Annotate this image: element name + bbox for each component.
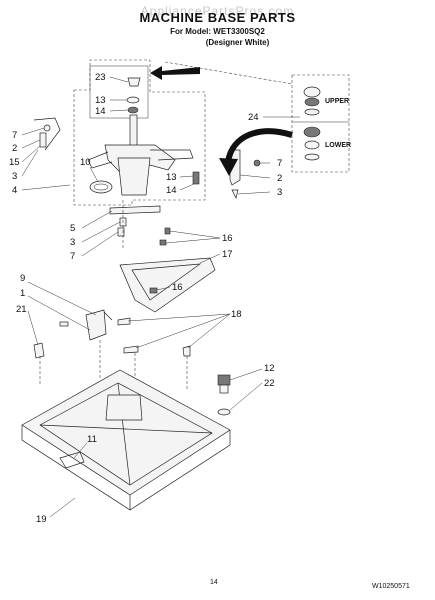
base-frame — [21, 369, 231, 511]
watermark: AppliancePartsPros.com — [140, 4, 295, 18]
callout-4: 4 — [12, 185, 17, 196]
upper-label: UPPER — [325, 98, 349, 105]
callout-3: 3 — [12, 171, 17, 182]
callout-numbers: 23 13 14 24 7 2 15 3 10 4 13 14 7 2 3 5 … — [9, 72, 282, 525]
callout-10: 10 — [80, 157, 91, 168]
color-line: (Designer White) — [205, 38, 270, 47]
callout-23: 23 — [95, 72, 106, 83]
callout-2-right: 2 — [277, 173, 282, 184]
callout-7-mid: 7 — [70, 251, 75, 262]
callout-15: 15 — [9, 157, 20, 168]
callout-11: 11 — [87, 434, 97, 445]
callout-12: 12 — [264, 363, 275, 374]
leader-lines — [21, 76, 300, 518]
callout-24: 24 — [248, 112, 259, 123]
callout-9: 9 — [20, 273, 25, 284]
callout-22: 22 — [264, 378, 275, 389]
callout-14-right: 14 — [166, 185, 177, 196]
callout-5: 5 — [70, 223, 75, 234]
model-line: For Model: WET3300SQ2 — [170, 27, 265, 36]
callout-16: 16 — [222, 233, 233, 244]
callout-13-right: 13 — [166, 172, 177, 183]
callout-17: 17 — [222, 249, 233, 260]
callout-13: 13 — [95, 95, 106, 106]
callout-3-right: 3 — [277, 187, 282, 198]
mid-assembly — [109, 200, 216, 357]
callout-21: 21 — [16, 304, 27, 315]
callout-16-lower: 16 — [172, 282, 183, 293]
callout-7: 7 — [12, 130, 17, 141]
callout-3-mid: 3 — [70, 237, 75, 248]
callout-7-right: 7 — [277, 158, 282, 169]
callout-19: 19 — [36, 514, 47, 525]
leveling-leg — [217, 374, 231, 416]
callout-18: 18 — [231, 309, 242, 320]
callout-1: 1 — [20, 288, 25, 299]
document-number: W10250571 — [372, 583, 410, 590]
pump-bracket — [33, 309, 188, 390]
lower-label: LOWER — [325, 142, 351, 149]
callout-14: 14 — [95, 106, 106, 117]
page-number: 14 — [210, 579, 218, 586]
bearing-inset: UPPER LOWER — [219, 74, 351, 176]
callout-2: 2 — [12, 143, 17, 154]
page-title: MACHINE BASE PARTS — [139, 10, 296, 25]
